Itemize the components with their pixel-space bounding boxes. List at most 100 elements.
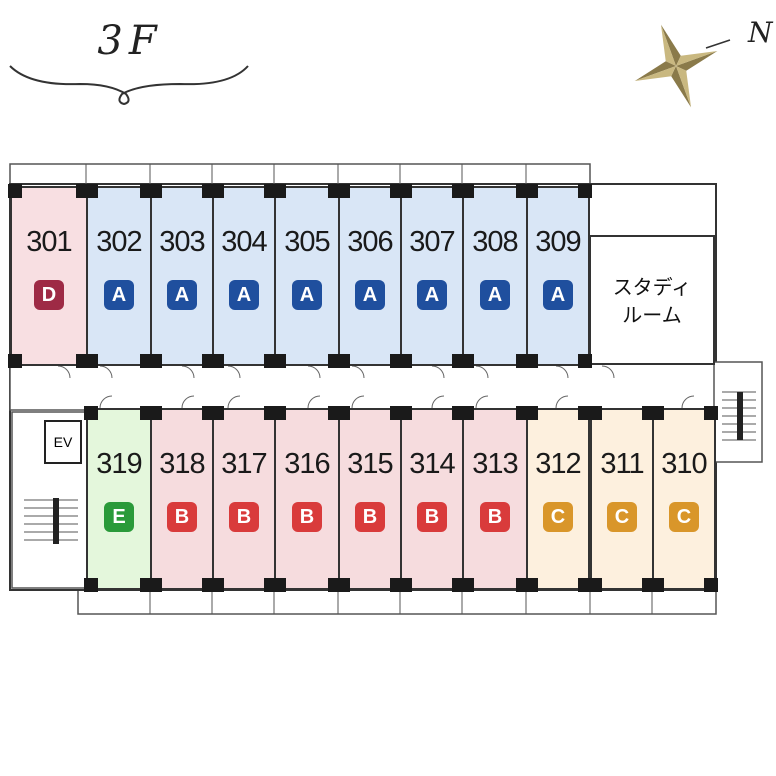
pillar [336,184,350,198]
room-number: 305 [284,226,330,258]
room-type-badge: E [104,502,134,532]
compass-icon: N [634,16,774,108]
pillar [210,184,224,198]
compass-letter: N [747,16,774,49]
pillar [588,578,602,592]
room-number: 301 [26,226,72,258]
pillar [84,184,98,198]
pillar [460,406,474,420]
room-number: 309 [535,226,581,258]
room-number: 318 [159,448,205,480]
room-type-badge: C [543,502,573,532]
pillar [84,578,98,592]
room-number: 304 [221,226,267,258]
study-room[interactable]: スタディ ルーム [592,238,712,362]
pillar [588,406,602,420]
room-type-badge: D [34,280,64,310]
pillar [460,578,474,592]
pillar [84,406,98,420]
room-number: 319 [96,448,142,480]
pillar [398,354,412,368]
room-type-badge: B [417,502,447,532]
room-number: 315 [347,448,393,480]
pillar [210,406,224,420]
room-number: 316 [284,448,330,480]
pillar [210,354,224,368]
room-number: 313 [472,448,518,480]
pillar [8,354,22,368]
pillar [578,354,592,368]
room-type-badge: B [292,502,322,532]
pillar [336,406,350,420]
pillar [524,406,538,420]
pillar [524,354,538,368]
room-number: 314 [409,448,455,480]
pillar [8,184,22,198]
pillar [84,354,98,368]
pillar [650,406,664,420]
room-type-badge: C [607,502,637,532]
pillar [704,406,718,420]
pillar [272,406,286,420]
study-room-label-line1: スタディ [612,277,692,299]
room-type-badge: A [480,280,510,310]
pillar [398,406,412,420]
room-type-badge: A [104,280,134,310]
pillar [460,184,474,198]
room-number: 310 [661,448,707,480]
room-type-badge: A [355,280,385,310]
pillar [524,184,538,198]
pillar [148,578,162,592]
room-number: 311 [600,448,644,480]
room-type-badge: B [480,502,510,532]
room-type-badge: B [167,502,197,532]
pillar [398,184,412,198]
room-number: 312 [535,448,581,480]
title-decoration [9,65,249,106]
room-type-badge: B [229,502,259,532]
pillar [650,578,664,592]
room-type-badge: C [669,502,699,532]
pillar [460,354,474,368]
pillar [398,578,412,592]
room-number: 307 [409,226,455,258]
room-type-badge: B [355,502,385,532]
room-type-badge: A [417,280,447,310]
pillar [148,406,162,420]
pillar [578,184,592,198]
room-type-badge: A [292,280,322,310]
pillar [148,354,162,368]
floor-label: 3F [97,18,163,64]
pillar [336,578,350,592]
pillar [272,578,286,592]
elevator: EV [44,420,82,464]
room-number: 306 [347,226,393,258]
room-type-badge: A [543,280,573,310]
pillar [272,354,286,368]
pillar [336,354,350,368]
pillar [704,578,718,592]
room-type-badge: A [167,280,197,310]
room-number: 317 [221,448,267,480]
room-number: 308 [472,226,518,258]
